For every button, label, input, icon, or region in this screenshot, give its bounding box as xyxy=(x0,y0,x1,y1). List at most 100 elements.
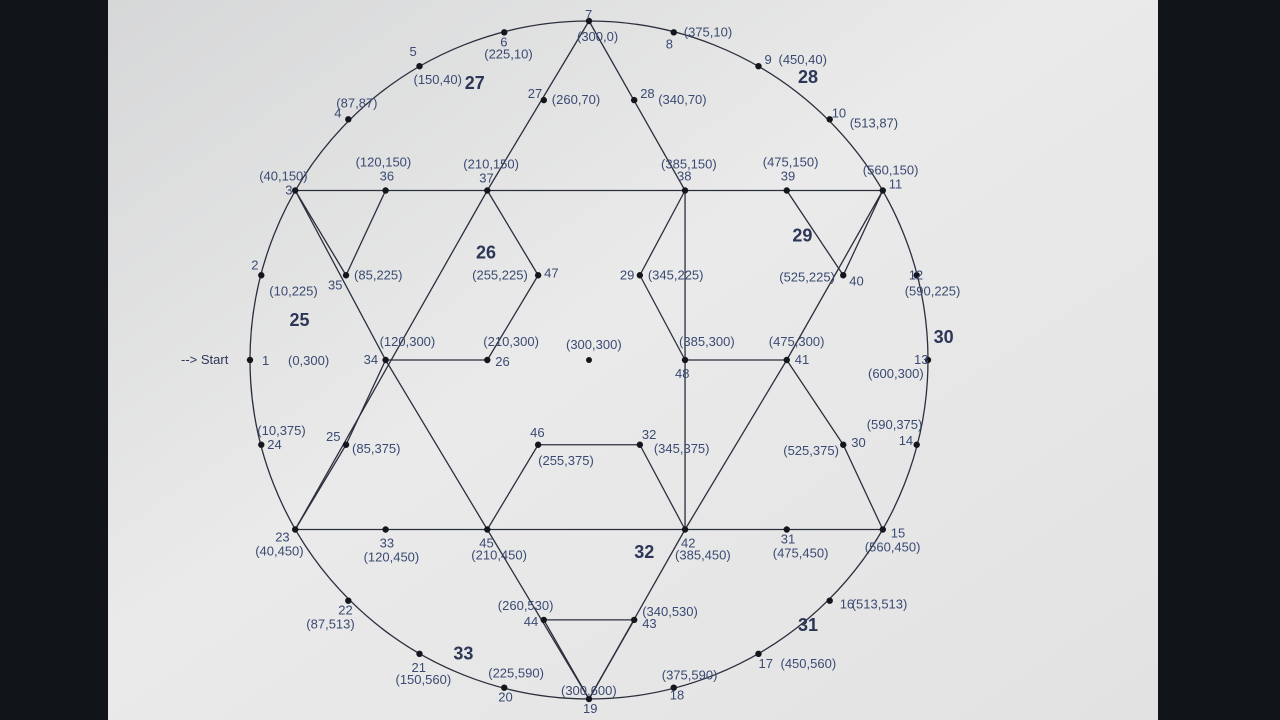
node-coord-43: (340,530) xyxy=(642,604,698,619)
node-label-4: 4 xyxy=(334,105,341,120)
node-label-42: 42 xyxy=(681,536,695,551)
node-coord-42: (385,450) xyxy=(675,548,731,563)
node-label-12: 12 xyxy=(909,267,923,282)
node-label-3: 3 xyxy=(285,183,292,198)
edge-11-40 xyxy=(842,190,884,276)
node-38 xyxy=(681,187,689,194)
node-coord-46: (255,375) xyxy=(538,453,594,468)
node-label-2: 2 xyxy=(251,257,258,272)
node-label-23: 23 xyxy=(275,530,289,545)
edge-37-47 xyxy=(486,190,539,276)
node-label-11: 11 xyxy=(889,177,903,192)
origin-point xyxy=(586,357,592,363)
node-14 xyxy=(913,441,920,448)
node-label-5: 5 xyxy=(410,44,417,59)
node-coord-15: (560,450) xyxy=(865,540,921,555)
node-label-31: 31 xyxy=(781,532,795,547)
node-label-43: 43 xyxy=(642,616,656,631)
node-coord-27: (260,70) xyxy=(552,92,600,107)
node-47 xyxy=(534,272,542,279)
region-label-26: 26 xyxy=(476,242,496,262)
node-41 xyxy=(783,356,790,364)
node-coord-26: (210,300) xyxy=(483,334,539,349)
node-coord-38: (385,150) xyxy=(661,157,717,172)
node-coord-35: (85,225) xyxy=(354,267,402,282)
node-coord-19: (300,600) xyxy=(561,683,617,698)
node-label-40: 40 xyxy=(849,273,863,288)
node-label-30: 30 xyxy=(851,435,865,450)
node-6 xyxy=(501,29,508,36)
node-label-10: 10 xyxy=(832,105,846,120)
node-20 xyxy=(501,684,508,691)
node-label-39: 39 xyxy=(781,169,795,184)
node-label-45: 45 xyxy=(479,536,493,551)
node-label-32: 32 xyxy=(642,427,656,442)
node-label-8: 8 xyxy=(666,36,673,51)
node-coord-11: (560,150) xyxy=(863,163,919,178)
node-coord-21: (150,560) xyxy=(396,672,452,687)
node-coord-23: (40,450) xyxy=(255,544,303,559)
region-label-28: 28 xyxy=(798,67,818,87)
node-26 xyxy=(484,356,491,364)
node-42 xyxy=(681,526,689,533)
node-coord-25: (85,375) xyxy=(352,441,400,456)
node-label-16: 16 xyxy=(840,597,854,612)
node-11 xyxy=(879,187,886,194)
node-coord-3: (40,150) xyxy=(259,169,307,184)
node-17 xyxy=(755,650,762,657)
node-23 xyxy=(292,526,299,533)
node-15 xyxy=(879,526,886,533)
edge-36-35 xyxy=(345,190,387,276)
node-43 xyxy=(631,616,638,624)
node-label-41: 41 xyxy=(795,352,809,367)
edge-44-19 xyxy=(543,619,590,700)
node-coord-45: (210,450) xyxy=(471,548,527,563)
node-label-9: 9 xyxy=(765,52,772,67)
node-coord-24: (10,375) xyxy=(257,423,305,438)
edge-7-37 xyxy=(486,20,590,191)
node-label-21: 21 xyxy=(412,660,426,675)
node-4 xyxy=(345,116,352,123)
node-25 xyxy=(342,441,350,448)
region-label-31: 31 xyxy=(798,615,818,635)
node-label-47: 47 xyxy=(544,265,558,280)
node-coord-20: (225,590) xyxy=(488,666,544,681)
region-label-33: 33 xyxy=(453,643,473,663)
node-34 xyxy=(382,356,389,364)
origin-label: (300,300) xyxy=(566,337,622,352)
node-label-14: 14 xyxy=(899,433,913,448)
node-29 xyxy=(636,272,644,279)
node-30 xyxy=(840,441,847,448)
edge-32-42 xyxy=(639,444,686,530)
node-coord-4: (87,87) xyxy=(336,95,377,110)
node-coord-22: (87,513) xyxy=(306,617,354,632)
node-coord-17: (450,560) xyxy=(781,656,837,671)
node-coord-8: (375,10) xyxy=(684,24,732,39)
node-label-35: 35 xyxy=(328,277,342,292)
edge-41-42 xyxy=(684,359,788,530)
node-24 xyxy=(258,441,265,448)
node-31 xyxy=(783,526,790,533)
node-coord-32: (345,375) xyxy=(654,441,710,456)
node-coord-1: (0,300) xyxy=(288,353,329,368)
node-coord-12: (590,225) xyxy=(905,283,961,298)
node-label-17: 17 xyxy=(759,656,773,671)
node-label-6: 6 xyxy=(500,34,507,49)
node-5 xyxy=(416,62,423,70)
node-33 xyxy=(382,526,389,533)
node-coord-14: (590,375) xyxy=(867,417,923,432)
node-coord-2: (10,225) xyxy=(269,283,317,298)
node-22 xyxy=(345,597,352,604)
node-label-28: 28 xyxy=(640,86,654,101)
node-label-18: 18 xyxy=(670,688,684,703)
node-coord-40: (525,225) xyxy=(779,269,835,284)
edge-45-19 xyxy=(486,529,590,700)
background-paper xyxy=(108,0,1158,720)
node-label-29: 29 xyxy=(620,267,634,282)
region-label-25: 25 xyxy=(290,310,310,330)
edge-43-19 xyxy=(588,619,635,700)
node-44 xyxy=(540,616,547,624)
node-27 xyxy=(540,96,547,104)
